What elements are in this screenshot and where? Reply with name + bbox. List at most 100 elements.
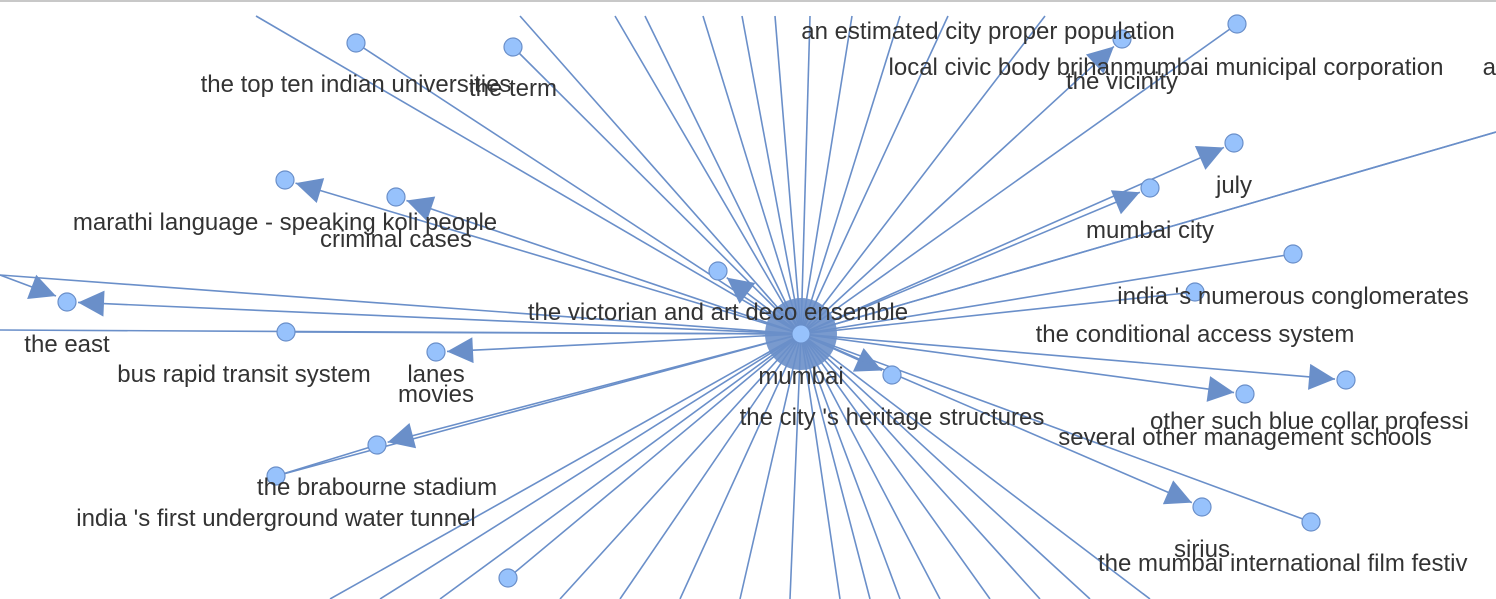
edge-to-sirius	[800, 333, 1193, 505]
label-victorian: the victorian and art deco ensemble	[528, 299, 908, 326]
edge-offscreen-19	[559, 333, 802, 599]
label-conglomerates: india 's numerous conglomerates	[1117, 283, 1468, 310]
node-criminal[interactable]	[386, 187, 406, 207]
edge-offscreen-20	[619, 333, 802, 599]
edge-to-conglomerates	[800, 291, 1196, 335]
edge-offscreen-12	[800, 15, 1046, 335]
edge-to-criminal	[406, 196, 802, 335]
label-mgmt-schools: several other management schools	[1058, 424, 1432, 451]
edge-offscreen-31	[800, 333, 1151, 599]
node-east[interactable]	[57, 292, 77, 312]
node-top-ten[interactable]	[346, 33, 366, 53]
edge-offscreen-21	[679, 333, 802, 599]
node-victorian[interactable]	[708, 261, 728, 281]
edge-offscreen-24	[800, 333, 841, 599]
edge-offscreen-27	[800, 333, 941, 599]
node-vicinity[interactable]	[1112, 29, 1132, 49]
edge-to-conditional	[800, 253, 1294, 335]
label-blue-collar: other such blue collar professi	[1150, 408, 1469, 435]
label-criminal: criminal cases	[320, 226, 472, 253]
label-vicinity: the vicinity	[1066, 68, 1178, 95]
label-brabourne: the brabourne stadium	[257, 474, 497, 501]
label-civic-body: local civic body brihanmumbai municipal …	[889, 54, 1444, 81]
edge-offscreen-22	[739, 333, 802, 599]
label-marathi: marathi language - speaking koli people	[73, 209, 497, 236]
edge-offscreen-18	[439, 333, 802, 599]
label-movies: movies	[398, 381, 474, 408]
label-edge-a: a	[1483, 54, 1496, 81]
node-mumbai[interactable]	[791, 324, 811, 344]
label-heritage: the city 's heritage structures	[740, 404, 1045, 431]
edge-offscreen-10	[800, 15, 901, 335]
edge-to-vicinity	[800, 45, 1115, 335]
edge-offscreen-17	[379, 333, 802, 599]
label-conditional: the conditional access system	[1036, 321, 1355, 348]
label-lanes: lanes	[407, 361, 464, 388]
edge-brabourne-water-tunnel	[275, 444, 378, 477]
node-civic-body[interactable]	[1227, 14, 1247, 34]
edge-to-water-tunnel	[275, 333, 802, 477]
edge-to-east	[77, 290, 802, 335]
label-mumbai: mumbai	[758, 363, 843, 390]
edge-offscreen-28	[800, 333, 991, 599]
edge-offscreen-8	[800, 15, 811, 335]
edge-offscreen-25	[800, 333, 871, 599]
edge-offscreen-7	[774, 15, 802, 335]
edge-to-july	[800, 146, 1225, 335]
node-conditional[interactable]	[1283, 244, 1303, 264]
edge-offscreen-5	[702, 15, 802, 335]
edge-long-right	[800, 131, 1496, 335]
node-heritage[interactable]	[882, 365, 902, 385]
edge-offscreen-3	[614, 15, 802, 335]
edge-offscreen-23	[789, 333, 802, 599]
edge-to-civic-body	[800, 23, 1238, 335]
node-mumbai-city[interactable]	[1140, 178, 1160, 198]
edge-offscreen-16	[329, 333, 802, 599]
edge-to-lanes	[446, 333, 802, 364]
canvas-top-border	[0, 0, 1496, 2]
edge-offscreen-26	[800, 333, 901, 599]
edge-offscreen-2	[519, 15, 802, 335]
label-top-ten: the top ten indian universities	[201, 71, 512, 98]
node-lanes[interactable]	[426, 342, 446, 362]
edge-offscreen-11	[800, 15, 949, 335]
edge-offscreen-1	[255, 15, 802, 335]
node-film-festival[interactable]	[1301, 512, 1321, 532]
node-brabourne[interactable]	[367, 435, 387, 455]
label-sirius: sirius	[1174, 536, 1230, 563]
edge-to-mumbai-city	[800, 190, 1141, 335]
edge-offscreen-4	[644, 15, 802, 335]
label-term: the term	[469, 75, 557, 102]
edge-to-marathi	[295, 178, 802, 335]
edge-offscreen-9	[800, 15, 853, 335]
node-sirius[interactable]	[1192, 497, 1212, 517]
label-brts: bus rapid transit system	[117, 361, 370, 388]
label-estimated-pop: an estimated city proper population	[801, 18, 1175, 45]
edge-to-bottom	[507, 333, 802, 579]
node-mgmt-schools[interactable]	[1235, 384, 1255, 404]
node-conglomerates[interactable]	[1185, 282, 1205, 302]
label-july: july	[1215, 172, 1252, 199]
edge-west-to-east	[0, 274, 57, 300]
node-water-tunnel[interactable]	[266, 466, 286, 486]
node-july[interactable]	[1224, 133, 1244, 153]
nodes-layer	[57, 14, 1356, 588]
label-mumbai-city: mumbai city	[1086, 217, 1214, 244]
node-blue-collar[interactable]	[1336, 370, 1356, 390]
edge-offscreen-29	[800, 333, 1041, 599]
labels-layer: an estimated city proper population loca…	[24, 18, 1496, 577]
edge-to-mgmt-schools	[800, 333, 1235, 402]
edge-offscreen-30	[800, 333, 1091, 599]
label-east: the east	[24, 331, 110, 358]
label-water-tunnel: india 's first underground water tunnel	[76, 505, 475, 532]
node-bottom[interactable]	[498, 568, 518, 588]
edge-offscreen-14	[0, 329, 802, 335]
edge-offscreen-6	[741, 15, 802, 335]
node-brts[interactable]	[276, 322, 296, 342]
edges-layer	[0, 15, 1496, 599]
node-term[interactable]	[503, 37, 523, 57]
label-film-festival: the mumbai international film festiv	[1098, 550, 1468, 577]
node-marathi[interactable]	[275, 170, 295, 190]
